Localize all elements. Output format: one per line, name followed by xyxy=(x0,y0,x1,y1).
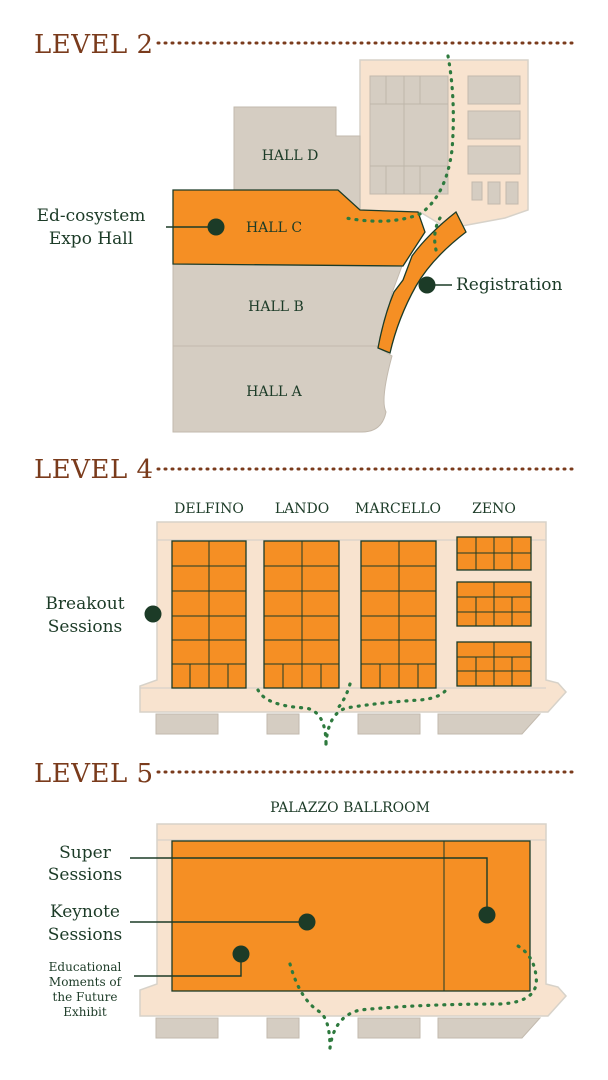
registration-marker xyxy=(418,276,436,294)
level-5-title: LEVEL 5 xyxy=(34,759,154,789)
level-5-service-rooms xyxy=(155,1017,542,1039)
educational-exhibit-leader xyxy=(134,962,242,977)
room-lando-label: LANDO xyxy=(275,501,329,517)
north-wing-rooms xyxy=(369,75,521,205)
super-sessions-label-line1: Super xyxy=(59,843,112,863)
level-4-walkway xyxy=(256,682,448,746)
educational-exhibit-label-line1: Educational xyxy=(49,960,122,974)
breakout-label-line2: Sessions xyxy=(48,617,123,637)
room-delfino-label: DELFINO xyxy=(174,501,244,517)
level-5-walkway xyxy=(288,944,538,1050)
registration-concourse xyxy=(377,210,467,354)
expo-hall-label-line2: Expo Hall xyxy=(49,229,133,249)
keynote-sessions-label-line2: Sessions xyxy=(48,925,123,945)
room-zeno-label: ZENO xyxy=(472,501,516,517)
hall-d-label: HALL D xyxy=(262,148,319,164)
hall-b-label: HALL B xyxy=(248,299,304,315)
super-sessions-leader xyxy=(130,857,488,907)
super-sessions-marker xyxy=(478,906,496,924)
room-delfino xyxy=(171,540,247,689)
educational-exhibit-marker xyxy=(232,945,250,963)
registration-label: Registration xyxy=(456,275,563,295)
educational-exhibit-label-line4: Exhibit xyxy=(63,1005,107,1019)
level-4-service-rooms xyxy=(155,713,542,735)
expo-hall-marker xyxy=(207,218,225,236)
level-2-walkway xyxy=(344,54,455,252)
level-4: LEVEL 4 DELFINO LANDO MARCELLO ZENO xyxy=(34,455,580,746)
room-marcello-label: MARCELLO xyxy=(355,501,441,517)
level-2: LEVEL 2 HALL D HALL B xyxy=(34,30,580,433)
educational-exhibit-label-line2: Moments of xyxy=(49,975,123,989)
keynote-sessions-marker xyxy=(298,913,316,931)
room-marcello xyxy=(360,540,437,689)
level-2-title: LEVEL 2 xyxy=(34,30,154,60)
keynote-sessions-label-line1: Keynote xyxy=(50,902,120,922)
expo-hall-label-line1: Ed-cosystem xyxy=(37,206,146,226)
palazzo-ballroom-label: PALAZZO BALLROOM xyxy=(270,800,430,816)
hall-c xyxy=(172,189,426,267)
breakout-marker xyxy=(144,605,162,623)
room-zeno xyxy=(456,536,532,687)
palazzo-ballroom xyxy=(171,840,531,992)
room-lando xyxy=(263,540,340,689)
educational-exhibit-label-line3: the Future xyxy=(53,990,118,1004)
hall-c-label: HALL C xyxy=(246,220,302,236)
breakout-label-line1: Breakout xyxy=(45,594,124,614)
hall-a xyxy=(172,345,393,433)
level-5: LEVEL 5 PALAZZO BALLROOM Super Sessions … xyxy=(34,759,580,1050)
hall-a-label: HALL A xyxy=(246,384,302,400)
super-sessions-label-line2: Sessions xyxy=(48,865,123,885)
level-4-title: LEVEL 4 xyxy=(34,455,154,485)
